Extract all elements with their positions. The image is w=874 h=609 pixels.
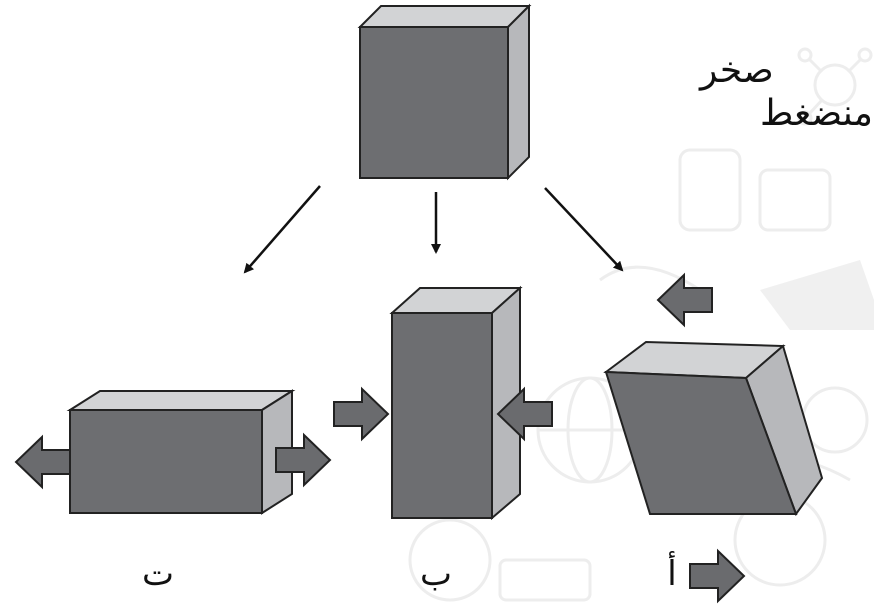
compressed-block-b bbox=[389, 285, 523, 521]
cube-top-face bbox=[357, 5, 532, 28]
arrow-to-a bbox=[544, 187, 624, 272]
arrow-to-t bbox=[243, 185, 321, 274]
stretched-block-t bbox=[66, 389, 296, 515]
block-b-front-face bbox=[391, 312, 493, 519]
title-line-2: غير منضغط bbox=[760, 93, 874, 134]
uncompressed-rock-cube bbox=[357, 3, 532, 181]
cube-front-face bbox=[359, 26, 509, 179]
label-b: ب bbox=[420, 554, 452, 594]
compression-arrow-left bbox=[333, 386, 390, 442]
block-t-front-face bbox=[69, 409, 263, 514]
tension-arrow-left bbox=[14, 434, 71, 490]
sheared-block-a bbox=[603, 340, 824, 517]
tension-arrow-right bbox=[275, 432, 332, 488]
shear-arrow-top bbox=[656, 272, 713, 328]
block-a-front-face bbox=[604, 370, 798, 515]
shear-arrow-bottom bbox=[689, 548, 746, 604]
label-t: ت bbox=[142, 554, 174, 594]
label-a: أ bbox=[667, 551, 676, 594]
compression-arrow-right bbox=[496, 386, 553, 442]
cube-side-face bbox=[507, 3, 530, 181]
block-t-top-face bbox=[66, 390, 296, 411]
title-line-1: صخر bbox=[698, 50, 774, 91]
